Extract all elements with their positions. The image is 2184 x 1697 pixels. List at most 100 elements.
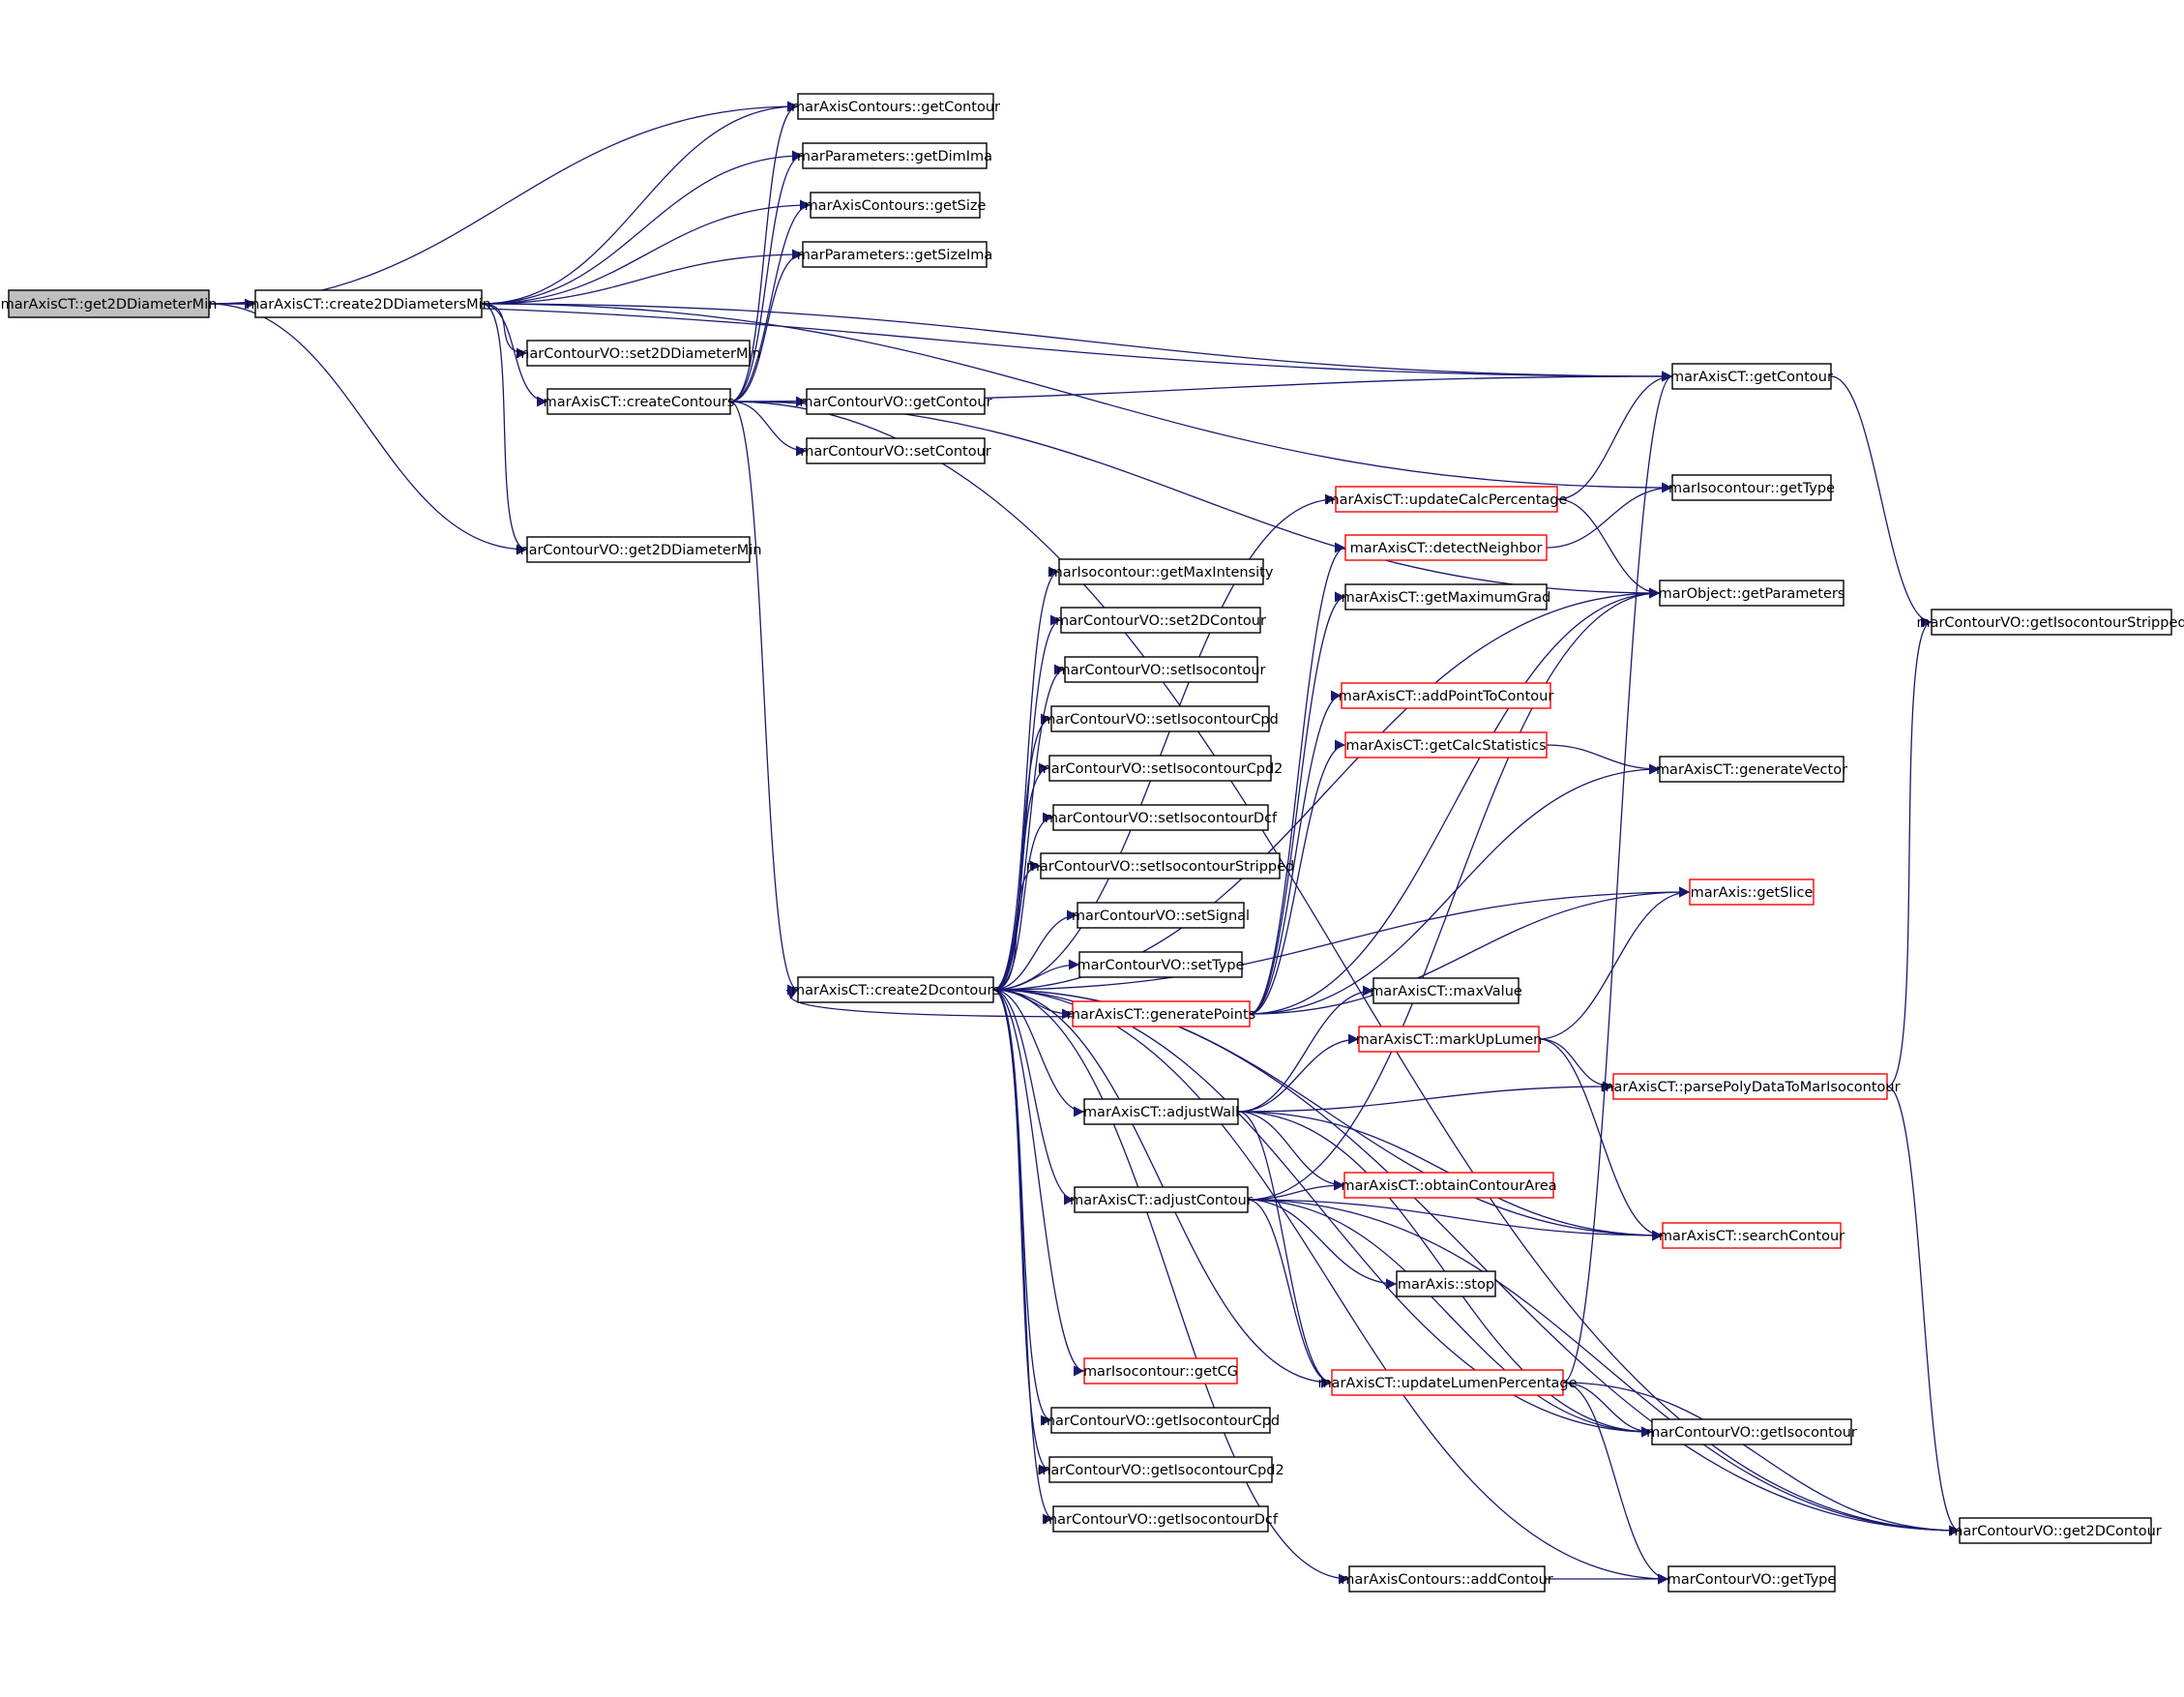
- node-marcontourvo-setsignal[interactable]: marContourVO::setSignal: [1072, 902, 1250, 929]
- node-label: marAxisCT::addPointToContour: [1339, 689, 1554, 704]
- edge-n1-n4: [481, 199, 812, 305]
- node-maraxis-getslice[interactable]: marAxis::getSlice: [1689, 878, 1815, 906]
- node-marcontourvo-setisocontourcpd[interactable]: marContourVO::setIsocontourCpd: [1042, 705, 1279, 732]
- node-maraxiscontours-getcontour[interactable]: marAxisContours::getContour: [791, 93, 1000, 120]
- node-box: [1050, 1407, 1271, 1434]
- node-marcontourvo-settype[interactable]: marContourVO::setType: [1077, 951, 1245, 978]
- node-box: [526, 340, 751, 367]
- node-label: marParameters::getSizeIma: [797, 248, 993, 263]
- node-marcontourvo-getisocontourcpd[interactable]: marContourVO::getIsocontourCpd: [1042, 1407, 1280, 1434]
- node-label: marAxisCT::maxValue: [1370, 984, 1522, 999]
- edge-n21-n32: [1249, 739, 1346, 1015]
- node-maraxisct-markuplumen[interactable]: marAxisCT::markUpLumen: [1356, 1026, 1543, 1053]
- node-box: [797, 93, 994, 120]
- node-box: [1372, 977, 1520, 1004]
- edge-n44-n48: [1886, 616, 1933, 1087]
- node-marcontourvo-setisocontourcpd2[interactable]: marContourVO::setIsocontourCpd2: [1038, 755, 1284, 782]
- node-maraxisct-maxvalue[interactable]: marAxisCT::maxValue: [1370, 977, 1522, 1004]
- edge-n11-n47: [992, 989, 1669, 1585]
- edge-n11-n18: [992, 860, 1042, 991]
- node-label: marAxisCT::detectNeighbor: [1350, 541, 1543, 556]
- node-maraxisct-parsepolydatatomarisocontour[interactable]: marAxisCT::parsePolyDataToMarIsocontour: [1600, 1073, 1901, 1100]
- edge-n21-n30: [1249, 591, 1346, 1015]
- node-maraxisct-getcalcstatistics[interactable]: marAxisCT::getCalcStatistics: [1344, 731, 1548, 759]
- node-maraxisct-addpointtocontour[interactable]: marAxisCT::addPointToContour: [1339, 682, 1554, 709]
- node-maraxisct-adjustwall[interactable]: marAxisCT::adjustWall: [1083, 1098, 1239, 1125]
- edge-n21-n41: [1249, 587, 1661, 1015]
- node-label: marContourVO::getContour: [799, 395, 991, 410]
- node-marcontourvo-get2dcontour[interactable]: marContourVO::get2DContour: [1949, 1517, 2162, 1544]
- node-marcontourvo-getisocontourcpd2[interactable]: marContourVO::getIsocontourCpd2: [1037, 1456, 1284, 1483]
- node-maraxisct-create2dcontours[interactable]: marAxisCT::create2Dcontours: [791, 976, 1000, 1003]
- node-maraxiscontours-getsize[interactable]: marAxisContours::getSize: [805, 192, 987, 219]
- node-label: marIsocontour::getType: [1668, 481, 1835, 496]
- node-maraxisct-getmaximumgrad[interactable]: marAxisCT::getMaximumGrad: [1342, 583, 1551, 610]
- edge-n23-n49: [1247, 1199, 1961, 1536]
- edge-n37-n49: [1562, 1382, 1961, 1536]
- node-marcontourvo-setisocontour[interactable]: marContourVO::setIsocontour: [1056, 656, 1266, 683]
- node-marparameters-getdimima[interactable]: marParameters::getDimIma: [797, 142, 992, 169]
- node-maraxisct-get2ddiametermin[interactable]: marAxisCT::get2DDiameterMin: [1, 289, 218, 318]
- node-marcontourvo-set2ddiametermin[interactable]: marContourVO::set2DDiameterMin: [516, 340, 761, 367]
- node-maraxisct-createcontours[interactable]: marAxisCT::createContours: [544, 388, 735, 415]
- node-marisocontour-gettype[interactable]: marIsocontour::getType: [1668, 474, 1835, 501]
- node-marcontourvo-getisocontour[interactable]: marContourVO::getIsocontour: [1646, 1418, 1857, 1445]
- node-label: marAxisCT::getCalcStatistics: [1345, 738, 1546, 754]
- node-marparameters-getsizeima[interactable]: marParameters::getSizeIma: [797, 241, 993, 268]
- node-maraxisct-adjustcontour[interactable]: marAxisCT::adjustContour: [1070, 1186, 1253, 1213]
- node-maraxis-stop[interactable]: marAxis::stop: [1396, 1270, 1496, 1297]
- edge-n11-n17: [992, 812, 1054, 991]
- node-marcontourvo-getcontour[interactable]: marContourVO::getContour: [799, 388, 992, 415]
- node-marcontourvo-set2dcontour[interactable]: marContourVO::set2DContour: [1055, 607, 1266, 634]
- node-marcontourvo-getisocontourdcf[interactable]: marContourVO::getIsocontourDcf: [1044, 1505, 1279, 1533]
- edge-n1-n6: [481, 303, 528, 359]
- node-marcontourvo-gettype[interactable]: marContourVO::getType: [1668, 1565, 1837, 1593]
- node-box: [1344, 534, 1548, 561]
- node-maraxisct-detectneighbor[interactable]: marAxisCT::detectNeighbor: [1344, 534, 1548, 561]
- node-label: marIsocontour::getMaxIntensity: [1049, 565, 1274, 581]
- node-maraxisct-updatelumenpercentage[interactable]: marAxisCT::updateLumenPercentage: [1317, 1369, 1578, 1396]
- node-maraxisct-generatepoints[interactable]: marAxisCT::generatePoints: [1067, 1000, 1255, 1027]
- node-maraxisct-generatevector[interactable]: marAxisCT::generateVector: [1656, 756, 1847, 783]
- node-marisocontour-getmaxintensity[interactable]: marIsocontour::getMaxIntensity: [1049, 558, 1274, 585]
- edge-n22-n34: [1237, 1033, 1360, 1113]
- node-box: [546, 388, 731, 415]
- node-maraxiscontours-addcontour[interactable]: marAxisContours::addContour: [1341, 1565, 1553, 1593]
- node-box: [1671, 363, 1832, 390]
- node-maraxisct-updatecalcpercentage[interactable]: marAxisCT::updateCalcPercentage: [1326, 486, 1568, 513]
- node-marobject-getparameters[interactable]: marObject::getParameters: [1659, 580, 1845, 607]
- node-box: [1671, 474, 1832, 501]
- node-label: marContourVO::setIsocontourDcf: [1045, 811, 1278, 826]
- node-label: marContourVO::getIsocontourStripped: [1916, 615, 2184, 631]
- node-box: [1048, 1456, 1273, 1483]
- node-marcontourvo-setisocontourdcf[interactable]: marContourVO::setIsocontourDcf: [1045, 804, 1278, 831]
- node-maraxisct-searchcontour[interactable]: marAxisCT::searchContour: [1659, 1222, 1845, 1249]
- node-box: [1689, 878, 1815, 906]
- edge-n7-n3: [729, 150, 804, 402]
- node-maraxisct-getcontour[interactable]: marAxisCT::getContour: [1670, 363, 1833, 390]
- node-marcontourvo-get2ddiametermin[interactable]: marContourVO::get2DDiameterMin: [515, 536, 762, 563]
- node-maraxisct-create2ddiametersmin[interactable]: marAxisCT::create2DDiametersMin: [246, 289, 491, 318]
- node-box: [1344, 731, 1548, 759]
- edge-n11-n16: [992, 762, 1050, 991]
- node-box: [1331, 1369, 1564, 1396]
- node-box: [806, 388, 986, 415]
- node-label: marAxisCT::generateVector: [1656, 762, 1847, 778]
- edge-n23-n36: [1247, 1199, 1398, 1290]
- edge-n21-n29: [1249, 542, 1346, 1015]
- node-label: marAxisContours::getContour: [791, 100, 1000, 115]
- node-marisocontour-getcg[interactable]: marIsocontour::getCG: [1083, 1357, 1238, 1384]
- node-maraxisct-obtaincontourarea[interactable]: marAxisCT::obtainContourArea: [1341, 1172, 1557, 1199]
- node-label: marAxisCT::parsePolyDataToMarIsocontour: [1600, 1080, 1900, 1095]
- node-marcontourvo-setcontour[interactable]: marContourVO::setContour: [800, 437, 991, 464]
- edge-n44-n49: [1886, 1086, 1961, 1536]
- edge-n22-n33: [1237, 985, 1374, 1113]
- node-marcontourvo-setisocontourstripped[interactable]: marContourVO::setIsocontourStripped: [1026, 852, 1294, 879]
- node-label: marContourVO::setIsocontourCpd: [1042, 712, 1279, 728]
- edge-n11-n22: [992, 989, 1085, 1117]
- node-box: [1078, 951, 1243, 978]
- node-marcontourvo-getisocontourstripped[interactable]: marContourVO::getIsocontourStripped: [1916, 609, 2184, 636]
- node-box: [526, 536, 751, 563]
- node-label: marAxisCT::obtainContourArea: [1341, 1178, 1556, 1194]
